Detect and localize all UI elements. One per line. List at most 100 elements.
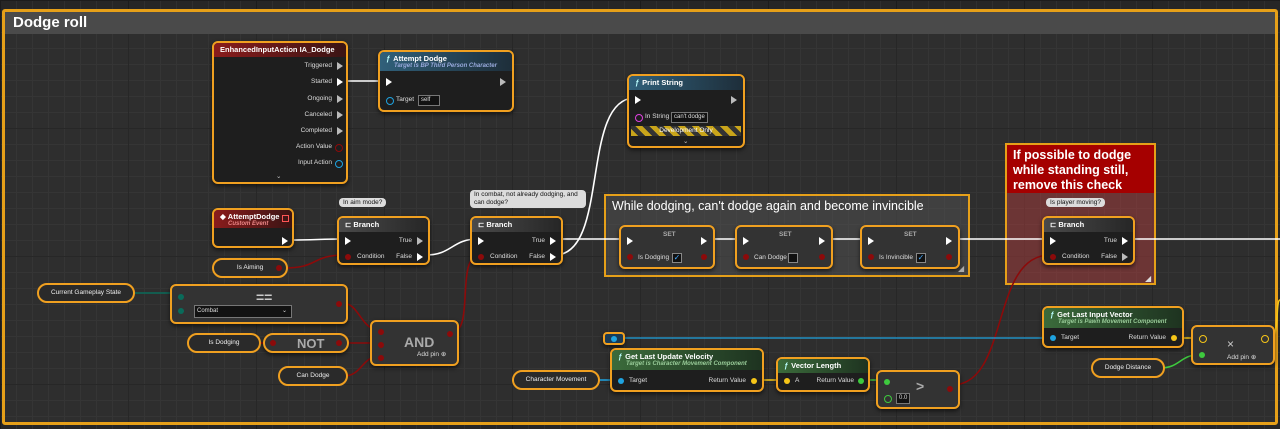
set1-out-pin[interactable] <box>701 254 707 260</box>
custom-event-node[interactable]: ◆AttemptDodge Custom Event <box>212 208 294 248</box>
branch1-node[interactable]: ⊏ Branch True Condition False <box>337 216 430 265</box>
and-input-3[interactable] <box>378 355 384 361</box>
equal-enum-node[interactable]: == Combat ⌄ <box>170 284 348 324</box>
branch1-exec-in[interactable] <box>345 237 351 245</box>
branch1-true-pin[interactable] <box>417 237 423 245</box>
exec-pin-canceled[interactable] <box>337 111 343 119</box>
and-add-pin[interactable]: Add pin ⊕ <box>417 350 446 358</box>
vector-length-return-pin[interactable] <box>858 378 864 384</box>
and-input-1[interactable] <box>378 329 384 335</box>
branch1-false-pin[interactable] <box>417 253 423 261</box>
not-output[interactable] <box>336 340 342 346</box>
multiply-output[interactable] <box>1261 335 1269 343</box>
set-can-dodge-node[interactable]: SET Can Dodge <box>735 225 833 269</box>
velocity-return-pin[interactable] <box>751 378 757 384</box>
set1-checkbox[interactable]: ✓ <box>672 253 682 263</box>
greater-input-a[interactable] <box>884 379 890 385</box>
greater-input-b[interactable] <box>884 395 892 403</box>
greater-than-node[interactable]: > 0.0 <box>876 370 960 409</box>
branch2-exec-in[interactable] <box>478 237 484 245</box>
custom-event-exec-out[interactable] <box>282 237 288 245</box>
equal-input-a[interactable] <box>178 294 184 300</box>
equal-output[interactable] <box>336 301 342 307</box>
print-string-in-pin[interactable] <box>635 114 643 122</box>
set2-exec-out[interactable] <box>819 237 825 245</box>
attempt-dodge-target-pin[interactable] <box>386 97 394 105</box>
set3-value-pin[interactable] <box>868 254 874 260</box>
is-aiming-var[interactable]: Is Aiming <box>212 258 288 278</box>
exec-pin-triggered[interactable] <box>337 62 343 70</box>
input-vector-target-pin[interactable] <box>1050 335 1056 341</box>
multiply-add-pin[interactable]: Add pin ⊕ <box>1227 353 1256 361</box>
and-node[interactable]: AND Add pin ⊕ <box>370 320 459 366</box>
attempt-dodge-target-value[interactable]: self <box>418 95 440 106</box>
and-input-2[interactable] <box>378 342 384 348</box>
set1-value-pin[interactable] <box>627 254 633 260</box>
input-action-node[interactable]: EnhancedInputAction IA_Dodge Triggered S… <box>212 41 348 184</box>
set3-out-pin[interactable] <box>946 254 952 260</box>
set2-out-pin[interactable] <box>819 254 825 260</box>
not-node[interactable]: NOT <box>263 333 349 353</box>
branch2-false-pin[interactable] <box>550 253 556 261</box>
resize-grip-icon[interactable]: ◢ <box>1145 274 1152 283</box>
exec-pin-started[interactable] <box>337 78 343 86</box>
and-output[interactable] <box>447 331 453 337</box>
set2-checkbox[interactable] <box>788 253 798 263</box>
character-movement-var[interactable]: Character Movement <box>512 370 600 390</box>
branch3-false-pin[interactable] <box>1122 253 1128 261</box>
resize-grip-icon[interactable]: ◢ <box>958 264 965 273</box>
branch2-condition-pin[interactable] <box>478 254 484 260</box>
branch3-true-pin[interactable] <box>1122 237 1128 245</box>
reroute-knot[interactable] <box>603 332 625 345</box>
set1-exec-in[interactable] <box>627 237 633 245</box>
is-aiming-pin[interactable] <box>276 265 282 271</box>
enum-dropdown[interactable]: Combat ⌄ <box>194 305 292 318</box>
chevron-down-icon[interactable]: ⌄ <box>683 138 689 145</box>
print-string-exec-out[interactable] <box>731 96 737 104</box>
attempt-dodge-exec-in[interactable] <box>386 78 392 86</box>
not-input[interactable] <box>270 340 276 346</box>
branch3-node[interactable]: ⊏ Branch True Condition False <box>1042 216 1135 265</box>
branch3-condition-pin[interactable] <box>1050 254 1056 260</box>
reroute-pin[interactable] <box>611 336 617 342</box>
exec-pin-ongoing[interactable] <box>337 95 343 103</box>
equal-input-b[interactable] <box>178 308 184 314</box>
pin-input-action[interactable] <box>335 160 343 168</box>
set3-exec-in[interactable] <box>868 237 874 245</box>
vector-length-a-pin[interactable] <box>784 378 790 384</box>
multiply-input-a[interactable] <box>1199 335 1207 343</box>
comment-frame-title[interactable]: Dodge roll <box>5 12 1275 34</box>
branch2-true-pin[interactable] <box>550 237 556 245</box>
input-vector-return-pin[interactable] <box>1171 335 1177 341</box>
greater-output[interactable] <box>947 386 953 392</box>
exec-pin-completed[interactable] <box>337 127 343 135</box>
multiply-node[interactable]: × Add pin ⊕ <box>1191 325 1275 365</box>
attempt-dodge-exec-out[interactable] <box>500 78 506 86</box>
is-dodging-var[interactable]: Is Dodging <box>187 333 261 353</box>
branch2-node[interactable]: ⊏ Branch True Condition False <box>470 216 563 265</box>
delegate-pin[interactable] <box>282 215 289 222</box>
set3-checkbox[interactable]: ✓ <box>916 253 926 263</box>
print-string-in-value[interactable]: can't dodge <box>671 112 708 123</box>
set2-exec-in[interactable] <box>743 237 749 245</box>
greater-value-input[interactable]: 0.0 <box>896 393 911 404</box>
set1-exec-out[interactable] <box>701 237 707 245</box>
set2-value-pin[interactable] <box>743 254 749 260</box>
pin-action-value[interactable] <box>335 144 343 152</box>
branch1-condition-pin[interactable] <box>345 254 351 260</box>
branch3-exec-in[interactable] <box>1050 237 1056 245</box>
set-is-dodging-node[interactable]: SET Is Dodging ✓ <box>619 225 715 269</box>
chevron-down-icon[interactable]: ⌄ <box>276 173 282 180</box>
can-dodge-var[interactable]: Can Dodge <box>278 366 348 386</box>
dodge-distance-var[interactable]: Dodge Distance <box>1091 358 1165 378</box>
print-string-exec-in[interactable] <box>635 96 641 104</box>
set-is-invincible-node[interactable]: SET Is Invincible ✓ <box>860 225 960 269</box>
velocity-target-pin[interactable] <box>618 378 624 384</box>
multiply-input-b[interactable] <box>1199 352 1205 358</box>
current-gameplay-state-var[interactable]: Current Gameplay State <box>37 283 135 303</box>
